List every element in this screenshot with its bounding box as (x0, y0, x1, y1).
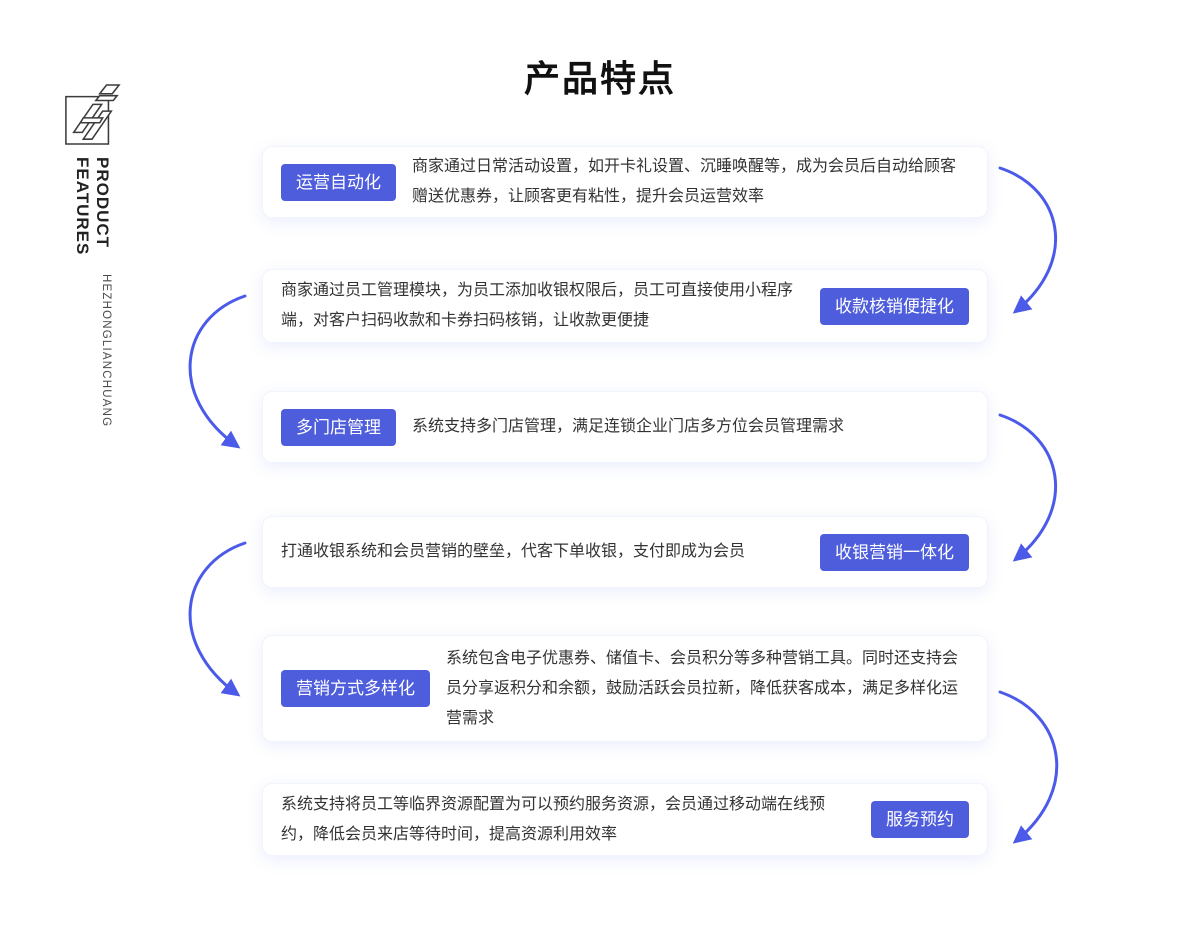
feature-description: 商家通过员工管理模块，为员工添加收银权限后，员工可直接使用小程序端，对客户扫码收… (281, 282, 794, 329)
curved-flow-arrow-5 (998, 690, 1059, 844)
feature-description: 系统包含电子优惠券、储值卡、会员积分等多种营销工具。同时还支持会员分享返积分和余… (446, 649, 959, 727)
hezhong-logo-icon (65, 84, 121, 145)
feature-badge: 多门店管理 (281, 408, 396, 446)
feature-description: 系统支持将员工等临界资源配置为可以预约服务资源，会员通过移动端在线预约，降低会员… (281, 795, 826, 843)
curved-flow-arrow-2 (188, 294, 247, 449)
page-title: 产品特点 (523, 58, 676, 99)
feature-badge: 运营自动化 (281, 163, 396, 201)
feature-card-multi-store: 多门店管理 系统支持多门店管理，满足连锁企业门店多方位会员管理需求 (262, 391, 988, 463)
brand-vertical-text: PRODUCT FEATURES HEZHONGLIANCHUANG (72, 157, 112, 427)
feature-badge: 收银营销一体化 (820, 533, 969, 571)
feature-badge: 营销方式多样化 (281, 670, 430, 707)
feature-description: 打通收银系统和会员营销的壁垒，代客下单收银，支付即成为会员 (281, 543, 746, 560)
curved-flow-arrow-3 (998, 413, 1057, 562)
feature-card-service-booking: 服务预约 系统支持将员工等临界资源配置为可以预约服务资源，会员通过移动端在线预约… (262, 783, 988, 856)
feature-badge: 服务预约 (871, 801, 969, 838)
feature-description: 商家通过日常活动设置，如开卡礼设置、沉睡唤醒等，成为会员后自动给顾客赠送优惠券，… (412, 158, 957, 205)
feature-card-payment-verification: 收款核销便捷化 商家通过员工管理模块，为员工添加收银权限后，员工可直接使用小程序… (262, 269, 988, 343)
curved-flow-arrow-1 (998, 166, 1057, 314)
feature-description: 系统支持多门店管理，满足连锁企业门店多方位会员管理需求 (412, 418, 845, 435)
curved-flow-arrow-4 (188, 541, 247, 697)
feature-badge: 收款核销便捷化 (820, 287, 969, 325)
feature-card-operation-automation: 运营自动化 商家通过日常活动设置，如开卡礼设置、沉睡唤醒等，成为会员后自动给顾客… (262, 146, 988, 218)
brand-name-en: PRODUCT FEATURES (73, 157, 112, 256)
feature-card-cashier-marketing: 收银营销一体化 打通收银系统和会员营销的壁垒，代客下单收银，支付即成为会员 (262, 516, 988, 588)
feature-card-marketing-variety: 营销方式多样化 系统包含电子优惠券、储值卡、会员积分等多种营销工具。同时还支持会… (262, 635, 988, 742)
brand-name-pinyin: HEZHONGLIANCHUANG (100, 273, 112, 427)
